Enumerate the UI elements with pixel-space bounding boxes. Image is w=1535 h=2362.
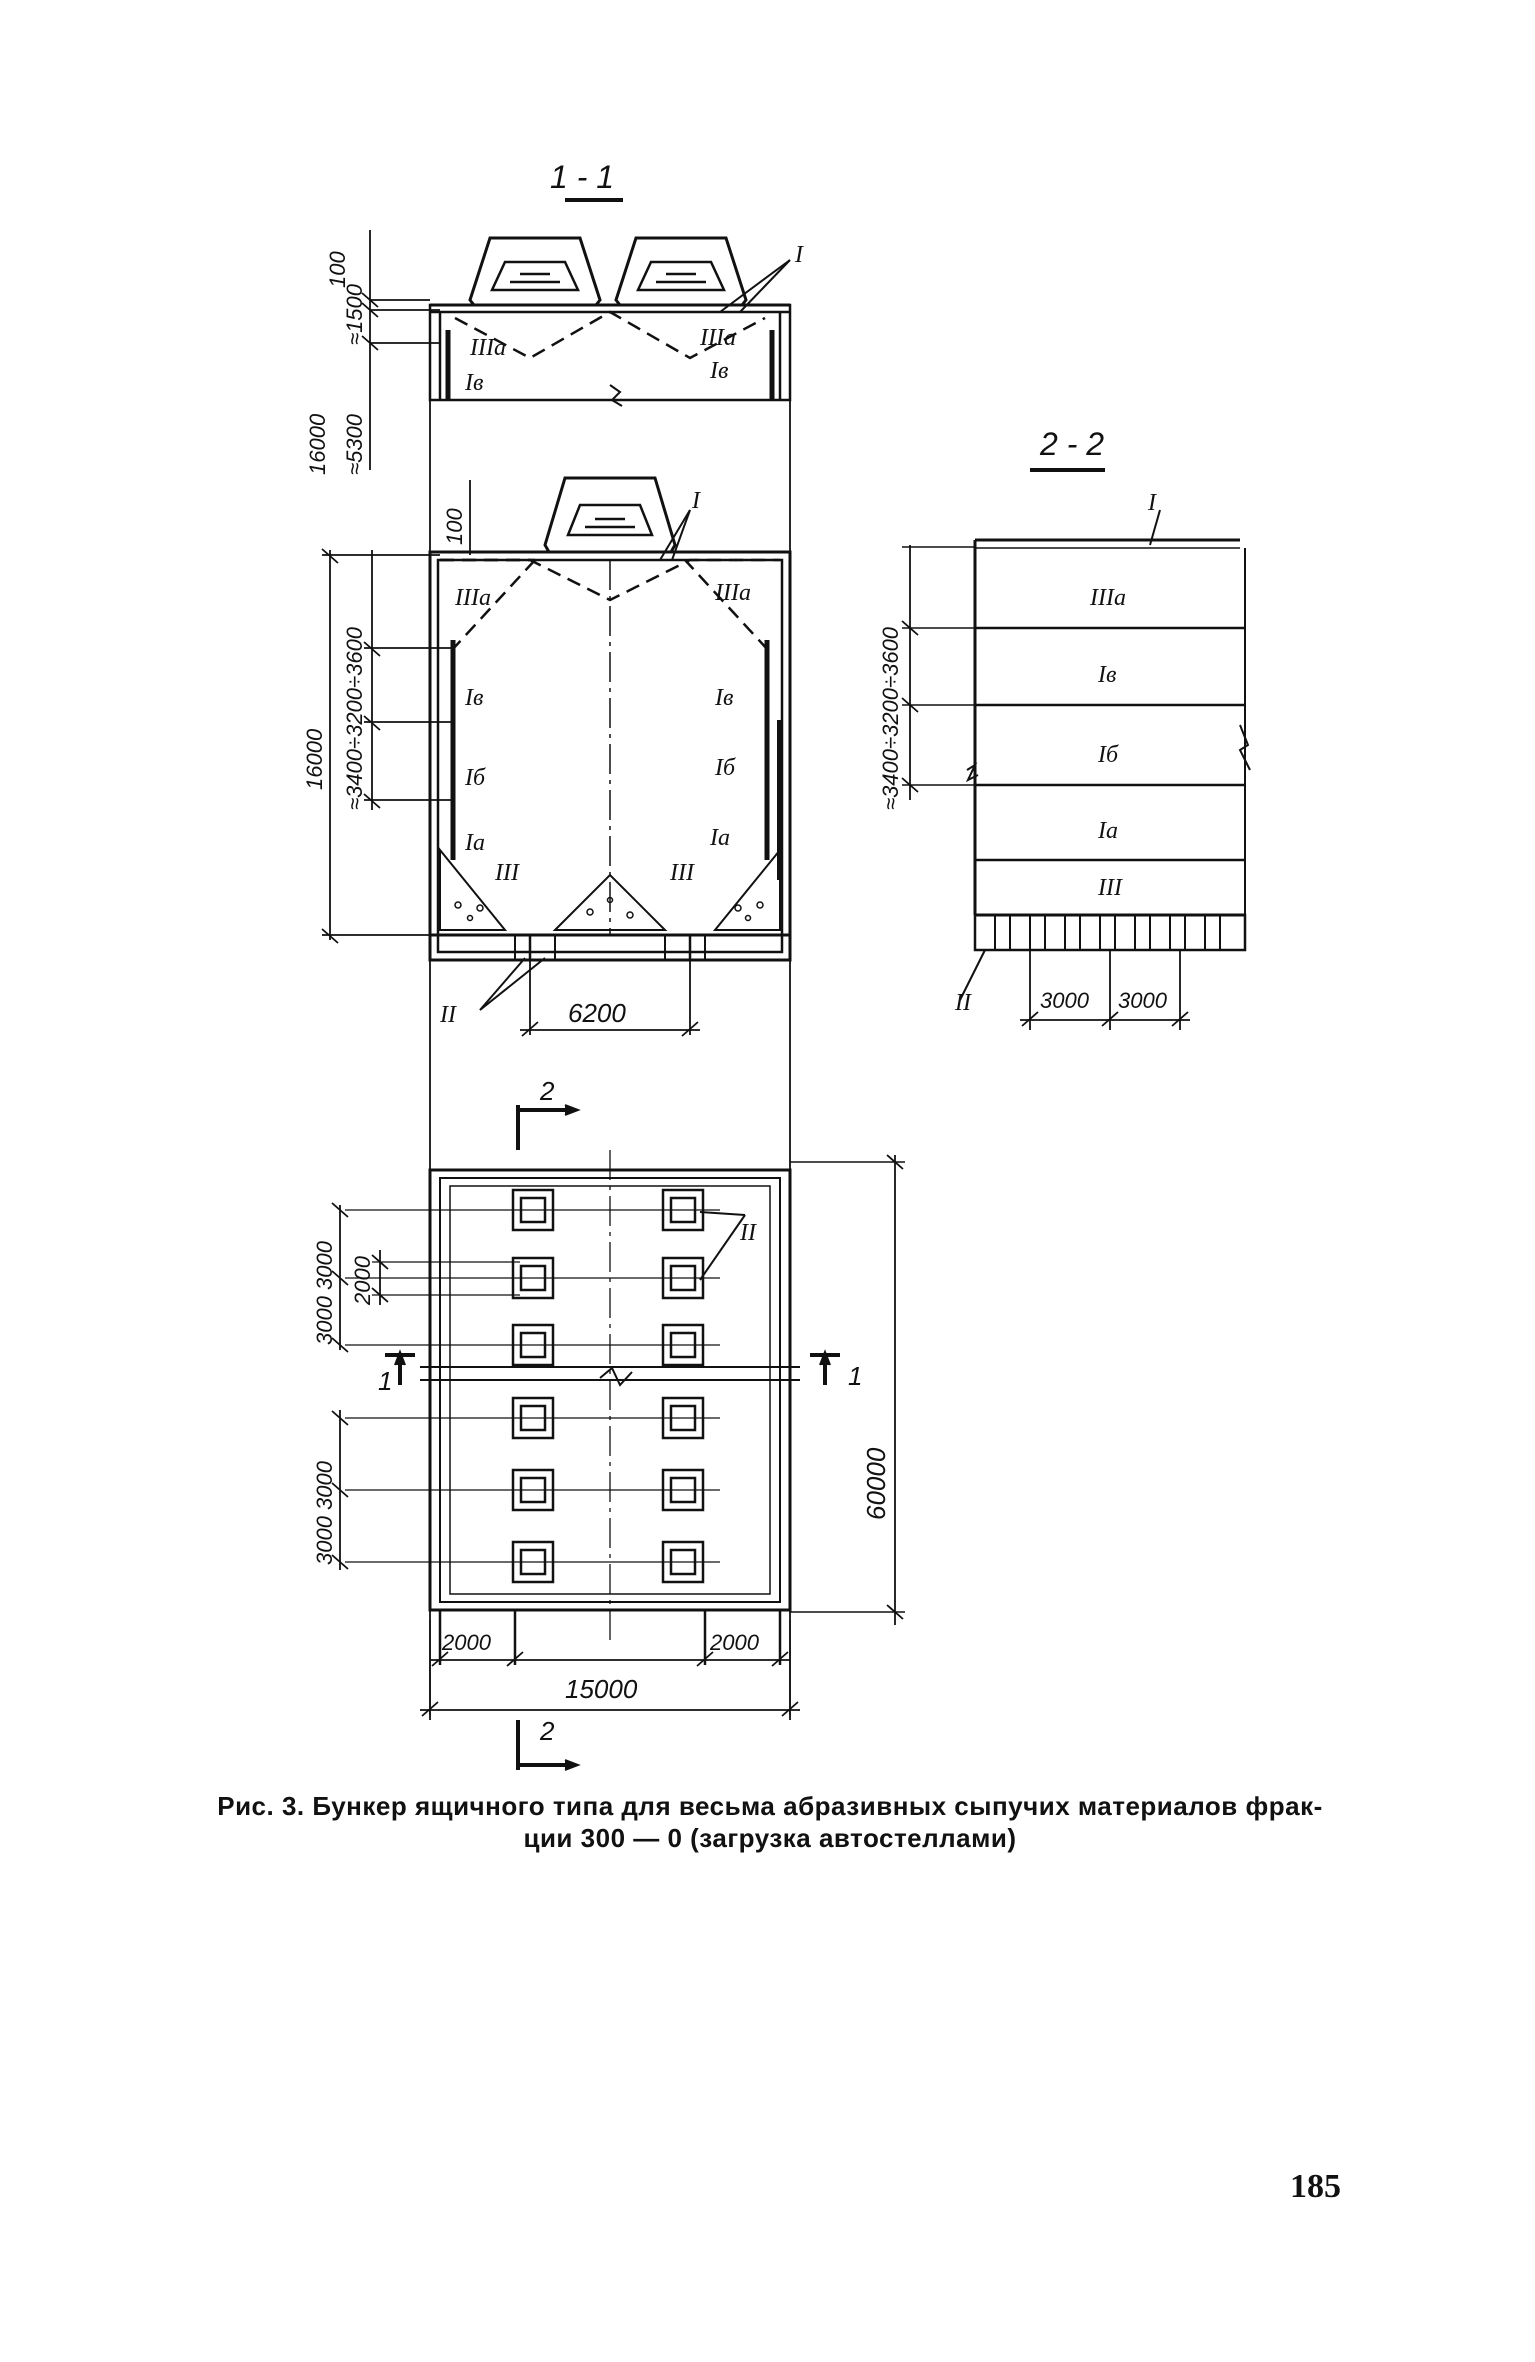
dim-6200: 6200 — [568, 998, 626, 1028]
cut-markers — [385, 198, 1105, 1771]
label-Ib-left: Iб — [464, 765, 486, 791]
label-Ib-2-2: Iб — [1097, 742, 1119, 768]
dim-60000: 60000 — [861, 1447, 891, 1520]
dim-100-top: 100 — [325, 251, 350, 288]
left-dimensions — [321, 230, 471, 944]
dim-levels-2-2: ≈3400÷3200÷3600 — [878, 626, 903, 810]
dim-3000-a: 3000 — [1040, 988, 1090, 1013]
element-labels: I IIIа IIIа Iв Iв I IIIа IIIа Iв Iв Iб I… — [439, 242, 1157, 1246]
label-IIIa-2-2: IIIа — [1089, 585, 1126, 611]
dim-1500: ≈1500 — [342, 283, 367, 345]
label-I-top: I — [794, 242, 804, 268]
label-IIIa-top-right: IIIа — [699, 325, 736, 351]
dim-15000: 15000 — [565, 1674, 638, 1704]
figure-caption: Рис. 3. Бункер ящичного типа для весьма … — [150, 1790, 1390, 1854]
section-title-2-2: 2 - 2 — [1039, 426, 1104, 462]
label-Ib-right: Iб — [714, 755, 736, 781]
label-Iv-right: Iв — [714, 685, 733, 711]
label-IIIa-right: IIIа — [714, 580, 751, 606]
dim-2000-right: 2000 — [709, 1630, 760, 1655]
dim-3000-b: 3000 — [1118, 988, 1168, 1013]
label-I-2-2: I — [1147, 490, 1157, 516]
section-2-2 — [901, 468, 1251, 1030]
dim-100-mid: 100 — [442, 508, 467, 545]
dim-levels-mid: ≈3400÷3200÷3600 — [342, 626, 367, 810]
cut-label-2-bottom: 2 — [539, 1716, 555, 1746]
label-Iv-2-2: Iв — [1097, 662, 1116, 688]
dim-3000-3000-bottom: 3000 3000 — [312, 1460, 337, 1565]
label-III-2-2: III — [1097, 875, 1123, 901]
cut-label-1-right: 1 — [848, 1361, 862, 1391]
section-title-1-1: 1 - 1 — [550, 159, 614, 195]
dimension-texts: 100 ≈1500 16000 ≈5300 100 16000 ≈3400÷32… — [302, 251, 1168, 1704]
section-titles: 1 - 1 2 - 2 2 2 1 1 — [378, 159, 1104, 1746]
cut-label-2-top: 2 — [539, 1076, 555, 1106]
label-I-mid: I — [691, 488, 701, 514]
dim-16000-mid: 16000 — [302, 728, 327, 790]
label-Ia-right: Iа — [709, 825, 730, 851]
section-1-1-top-fragment — [428, 236, 792, 407]
label-IIIa-top-left: IIIа — [469, 335, 506, 361]
section-1-1-main — [428, 476, 792, 1011]
label-III-left: III — [494, 860, 520, 886]
label-Iv-left: Iв — [464, 685, 483, 711]
caption-line-1: Рис. 3. Бункер ящичного типа для весьма … — [217, 1791, 1323, 1821]
label-II-section: II — [439, 1002, 457, 1028]
dim-2000-plan: 2000 — [350, 1255, 375, 1306]
label-Ia-2-2: Iа — [1097, 818, 1118, 844]
label-III-right: III — [669, 860, 695, 886]
label-II-plan: II — [739, 1220, 757, 1246]
dim-2000-left: 2000 — [441, 1630, 492, 1655]
label-IIIa-left: IIIа — [454, 585, 491, 611]
label-Iv-top-right: Iв — [709, 358, 728, 384]
dim-3000-3000-top: 3000 3000 — [312, 1240, 337, 1345]
label-Iv-top-left: Iв — [464, 370, 483, 396]
label-Ia-left: Iа — [464, 830, 485, 856]
page-number: 185 — [1290, 2168, 1341, 2205]
cut-label-1-left: 1 — [378, 1366, 392, 1396]
dim-6200 — [520, 960, 700, 1037]
dim-16000-top: 16000 — [305, 413, 330, 475]
dim-5300: ≈5300 — [342, 413, 367, 475]
plan-view — [331, 1150, 905, 1717]
caption-line-2: ции 300 — 0 (загрузка автостеллами) — [523, 1823, 1017, 1853]
label-II-2-2: II — [954, 990, 972, 1016]
